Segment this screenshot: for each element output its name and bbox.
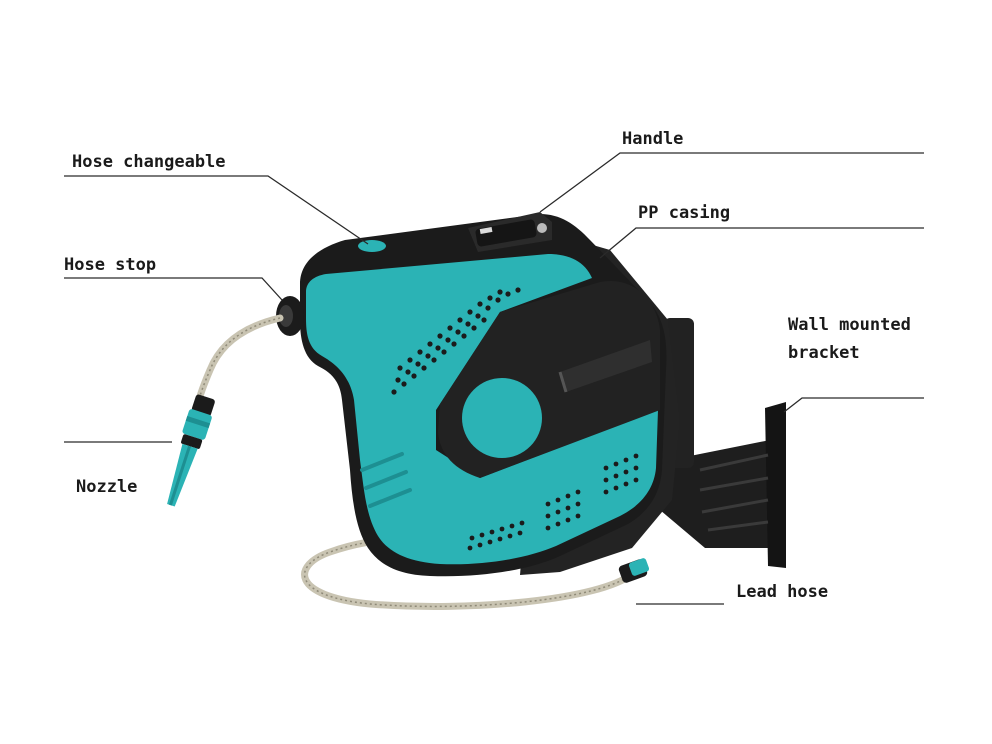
label-lead-hose: Lead hose [736,582,828,602]
label-handle: Handle [622,129,683,149]
handle [468,212,552,252]
center-teal-disc [462,378,542,458]
wall-bracket-leader [783,397,924,413]
label-wall-mounted-line2: bracket [788,343,860,363]
teal-front-panel [306,254,658,565]
label-pp-casing: PP casing [638,203,730,223]
pp-casing-leader [599,227,924,259]
vent-grilles [391,287,639,551]
label-wall-mounted-line1: Wall mounted [788,315,911,335]
label-hose-changeable: Hose changeable [72,152,226,172]
hose-changeable-cap [358,240,386,252]
grip-ribs [360,452,412,508]
leader-lines [64,152,924,605]
wall-bracket [660,318,786,568]
label-hose-stop: Hose stop [64,255,156,275]
label-nozzle: Nozzle [76,477,137,497]
handle-leader [539,152,924,213]
hose-stop-leader [64,277,283,301]
hose-reel-illustration [167,212,786,610]
lead-hose-connector [618,558,650,583]
hose-changeable-leader [64,175,369,245]
nozzle [167,394,215,507]
outgoing-hose [194,314,284,408]
callout-labels: Handle Hose changeable PP casing Hose st… [64,129,911,602]
hose-stop [276,296,304,336]
